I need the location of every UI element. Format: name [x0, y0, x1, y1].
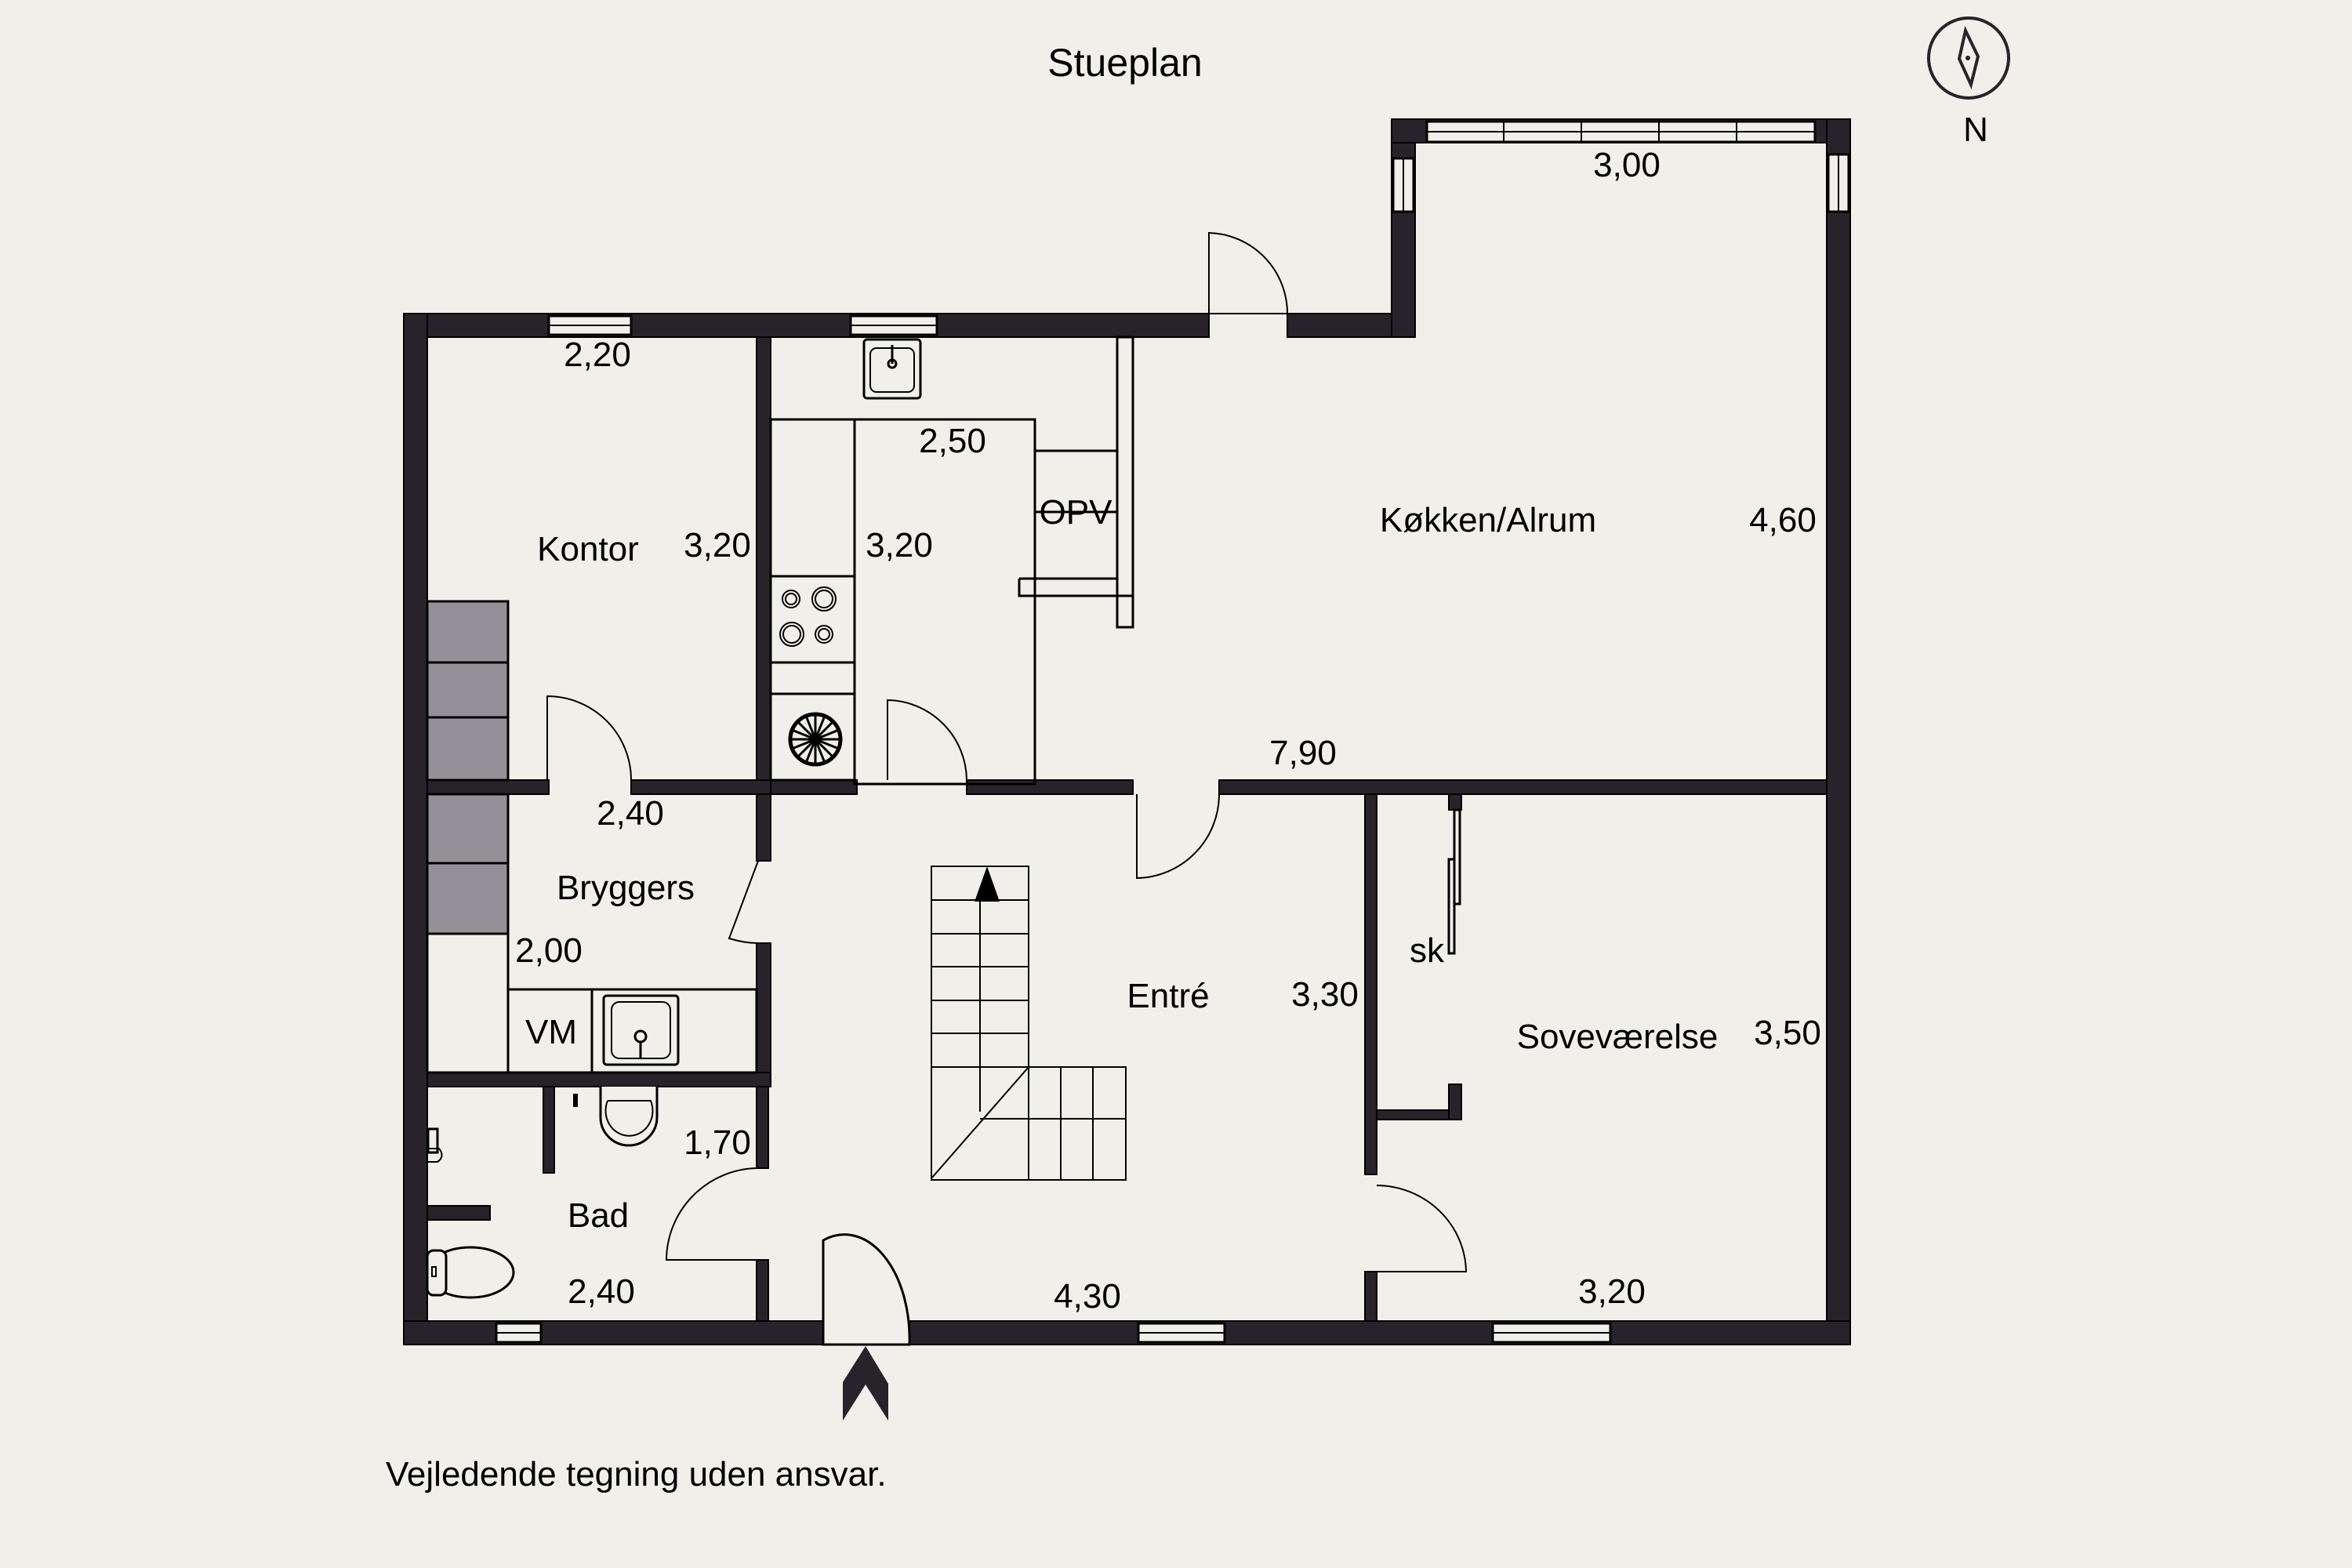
kontor-cabinet-3: [426, 716, 510, 782]
plan-title: Stueplan: [1047, 41, 1202, 85]
windows: [495, 120, 1850, 1344]
bad-depth: 1,70: [684, 1123, 751, 1162]
kontor-cabinet-2: [426, 661, 510, 719]
door-bad[interactable]: [665, 1167, 757, 1261]
sovevaerelse-depth: 3,50: [1754, 1014, 1821, 1052]
room-label-entre: Entré: [1127, 977, 1209, 1015]
room-label-sovevaerelse: Soveværelse: [1517, 1018, 1719, 1056]
staircase: [931, 866, 1127, 1181]
fixtures: [426, 336, 1461, 1299]
closet-label: sk: [1410, 931, 1445, 970]
room-label-kontor: Kontor: [537, 530, 639, 568]
toilet-icon: [426, 1246, 515, 1299]
room-label-alrum: Køkken/Alrum: [1380, 501, 1596, 539]
dishwasher: [1033, 449, 1119, 514]
alrum-total-length: 7,90: [1269, 734, 1337, 772]
fireplace-icon: [788, 712, 843, 767]
kontor-cabinet-1: [426, 600, 510, 664]
door-kontor[interactable]: [546, 695, 632, 781]
kitchen-width: 2,50: [919, 422, 986, 460]
alrum-extension-width: 3,00: [1593, 146, 1661, 184]
door-bryggers[interactable]: [728, 860, 759, 944]
entre-depth: 3,30: [1291, 975, 1359, 1014]
kitchen-depth: 3,20: [866, 526, 933, 564]
kitchen-sink-icon: [862, 338, 922, 400]
entre-width: 4,30: [1054, 1277, 1121, 1316]
interior-walls: [426, 336, 1828, 1322]
door-front[interactable]: [822, 1233, 911, 1346]
disclaimer: Vejledende tegning uden ansvar.: [386, 1455, 887, 1494]
door-alrum-exterior[interactable]: [1208, 231, 1288, 314]
bathroom-sink-icon: [573, 1087, 659, 1147]
washer-label: VM: [525, 1013, 577, 1051]
bryggers-cabinet-1: [426, 793, 510, 865]
stair-direction-arrow-icon: [975, 866, 1000, 902]
bryggers-cabinet-2: [426, 862, 510, 935]
kontor-depth: 3,20: [684, 526, 751, 564]
compass-label: N: [1963, 111, 1988, 149]
bad-width: 2,40: [568, 1272, 635, 1311]
stove-icon: [771, 575, 855, 695]
bryggers-depth: 2,00: [515, 931, 583, 970]
door-entre-alrum[interactable]: [1136, 793, 1220, 880]
door-kitchen[interactable]: [887, 699, 967, 781]
room-label-bad: Bad: [568, 1196, 629, 1235]
outer-walls: [403, 118, 1851, 1345]
sovevaerelse-width: 3,20: [1578, 1272, 1646, 1311]
entrance-arrow-icon: [843, 1346, 888, 1421]
door-bedroom[interactable]: [1376, 1185, 1468, 1272]
doors: [546, 231, 1468, 1346]
dishwasher-label: OPV: [1040, 493, 1113, 532]
bryggers-width: 2,40: [597, 794, 664, 833]
utility-sink-icon: [602, 994, 680, 1066]
compass-icon: [1927, 16, 2010, 100]
kontor-width: 2,20: [564, 336, 631, 374]
room-label-bryggers: Bryggers: [557, 869, 695, 907]
shower-icon: [426, 1127, 443, 1163]
alrum-depth: 4,60: [1749, 501, 1817, 539]
